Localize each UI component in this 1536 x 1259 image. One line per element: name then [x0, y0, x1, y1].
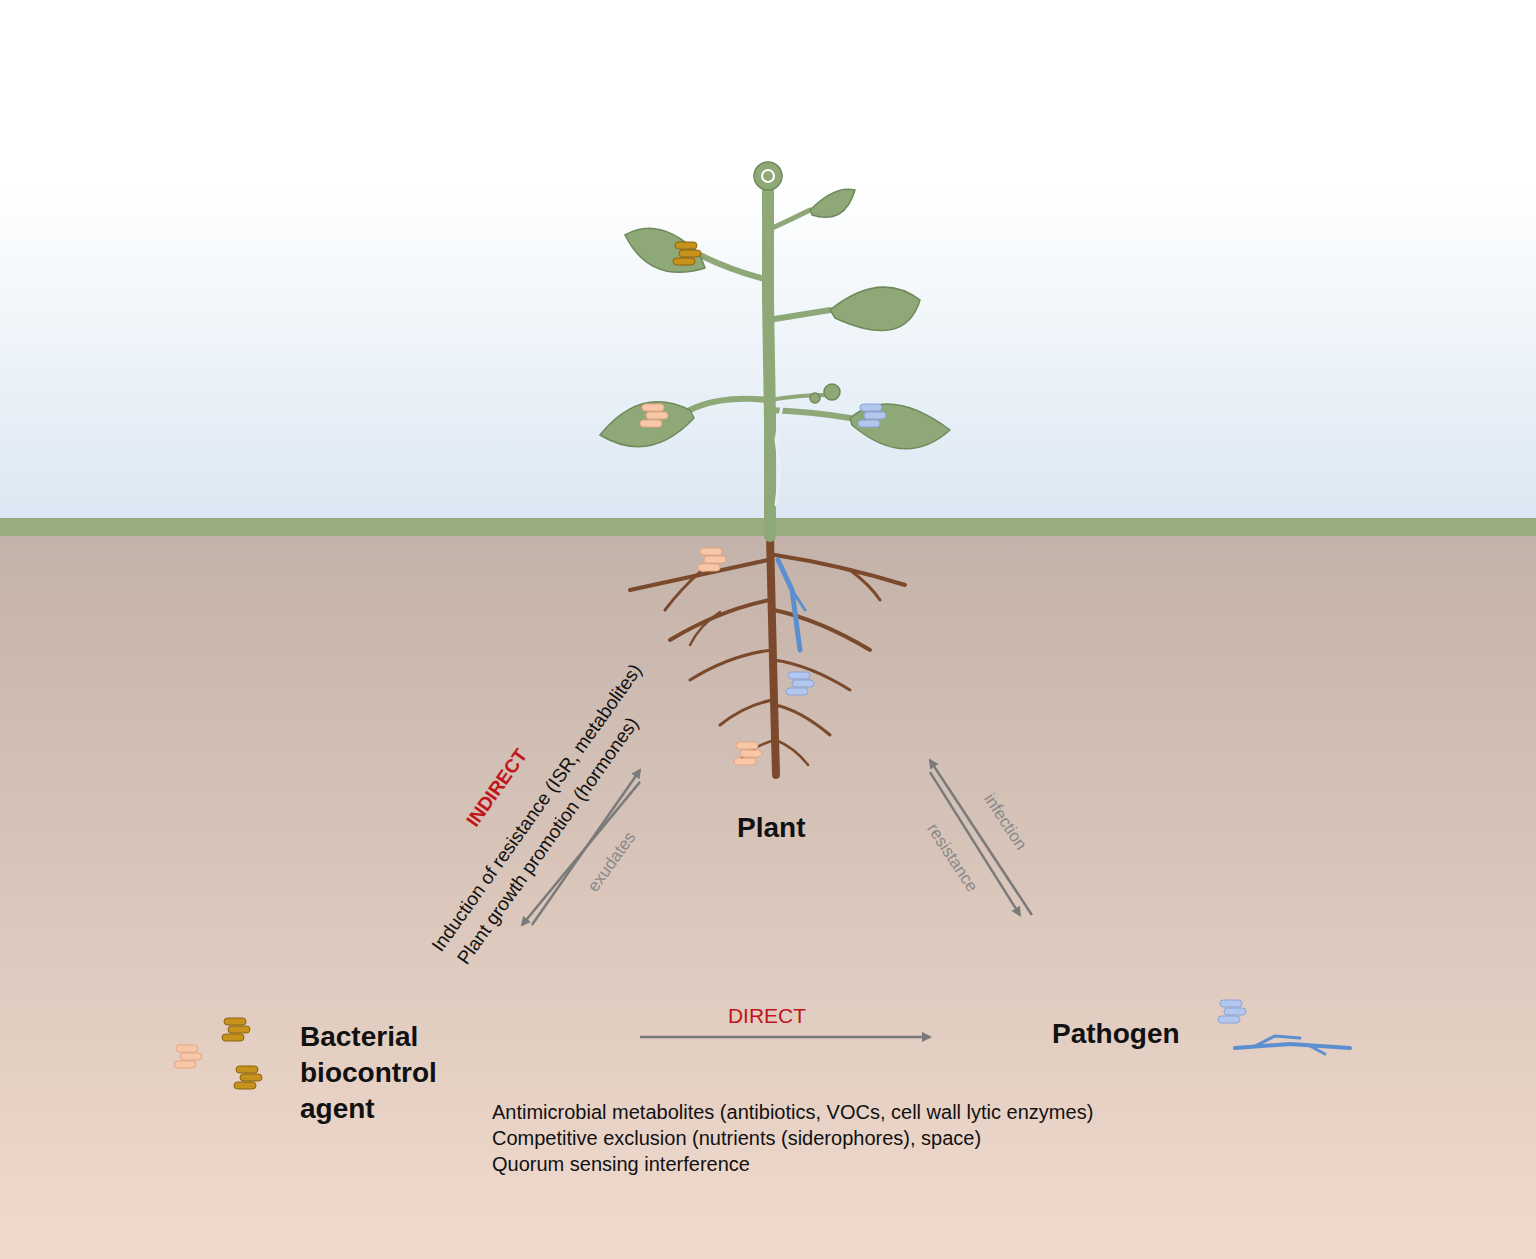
interaction-arrow — [640, 1036, 930, 1039]
mechanism-text: Competitive exclusion (nutrients (sidero… — [492, 1127, 981, 1150]
pathogen-node: Pathogen — [930, 915, 1360, 1065]
node-label: Pathogen — [1052, 1016, 1232, 1052]
node-label: Bacterial biocontrol agent — [300, 1019, 470, 1126]
mechanism-text: Induction of resistance (ISR, metabolite… — [427, 660, 646, 956]
agent-node: Bacterial biocontrol agent — [170, 925, 640, 1130]
edge-label: infection — [979, 790, 1030, 854]
plant-node: Plant — [640, 140, 930, 840]
edge-label: DIRECT — [728, 1004, 806, 1028]
edge-label: resistance — [922, 820, 981, 896]
mechanism-text: Quorum sensing interference — [492, 1153, 750, 1176]
edge-label: exudates — [584, 828, 640, 896]
mechanism-text: Antimicrobial metabolites (antibiotics, … — [492, 1101, 1093, 1124]
node-label: Plant — [737, 810, 857, 846]
